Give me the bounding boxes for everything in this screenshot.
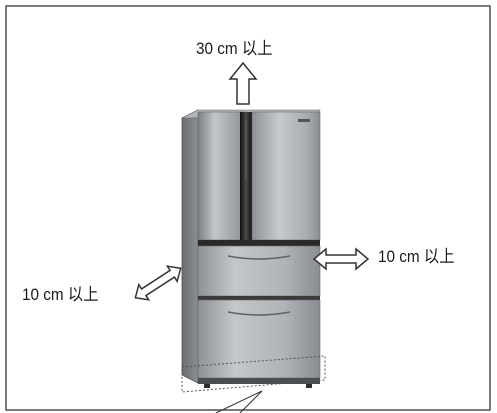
top-clearance-arrow: [228, 61, 258, 105]
right-clearance-arrow: [312, 247, 370, 271]
top-clearance-label: 30 cm 以上: [196, 39, 273, 58]
pointer-line-right: [239, 390, 263, 413]
pointer-line-left: [215, 390, 263, 413]
brand-badge: [298, 119, 310, 122]
fridge-right-door: [251, 111, 321, 241]
right-clearance-label: 10 cm 以上: [378, 247, 455, 266]
fridge-side-panel: [181, 109, 199, 384]
fridge-bottom-drawer: [197, 299, 321, 379]
diagram-frame: [5, 5, 491, 411]
refrigerator: [181, 109, 321, 388]
fridge-left-door: [197, 111, 247, 241]
fridge-middle-drawer: [197, 245, 321, 297]
left-clearance-label: 10 cm 以上: [22, 285, 99, 304]
left-clearance-arrow: [134, 265, 182, 301]
